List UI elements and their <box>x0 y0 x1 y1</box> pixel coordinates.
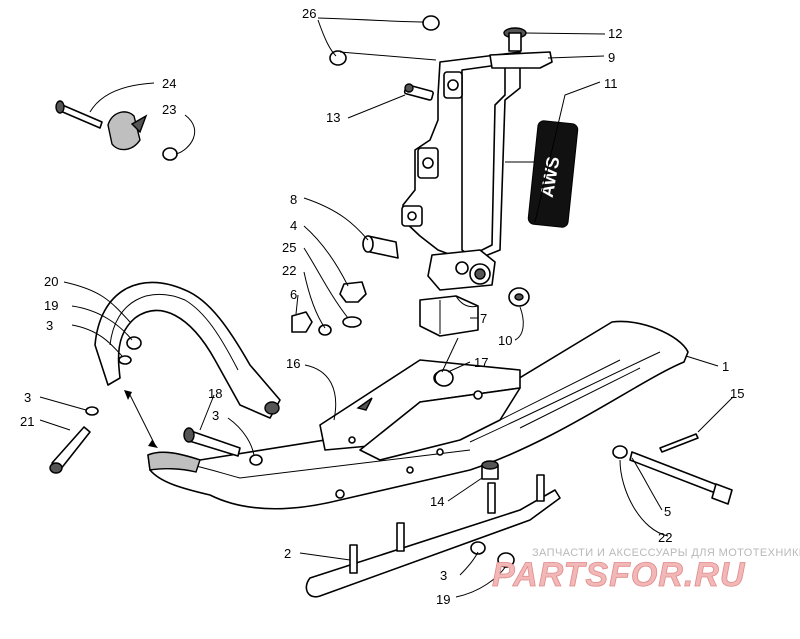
ring-17 <box>434 369 454 387</box>
nut-6 <box>291 311 313 333</box>
callout-7: 7 <box>480 311 487 326</box>
nut-19-lower <box>497 552 515 568</box>
spindle-assembly <box>401 27 553 291</box>
callout-5: 5 <box>664 504 671 519</box>
callout-24: 24 <box>162 76 176 91</box>
callout-16: 16 <box>286 356 300 371</box>
callout-14: 14 <box>430 494 444 509</box>
washer-22-bolt5 <box>612 445 628 459</box>
callout-19-upper: 19 <box>44 298 58 313</box>
bolt-18 <box>183 427 241 457</box>
callout-15: 15 <box>730 386 744 401</box>
leader-lines <box>39 17 734 598</box>
bolt-13 <box>403 83 434 101</box>
spacer-14 <box>481 460 499 480</box>
washer-25 <box>342 316 362 328</box>
callout-3-bolt18: 3 <box>212 408 219 423</box>
washer-22-top <box>318 324 332 336</box>
callout-11: 11 <box>604 76 618 91</box>
callout-1: 1 <box>722 359 729 374</box>
callout-12: 12 <box>608 26 622 41</box>
nut-26 <box>329 15 440 66</box>
bolt-21 <box>49 426 91 474</box>
callout-22-top: 22 <box>282 263 296 278</box>
callout-21: 21 <box>20 414 34 429</box>
watermark-caption: ЗАПЧАСТИ И АКСЕССУАРЫ ДЛЯ МОТОТЕХНИКИ <box>532 547 800 559</box>
callout-9: 9 <box>608 50 615 65</box>
bushing-8 <box>362 235 399 259</box>
callout-3-left: 3 <box>24 390 31 405</box>
ski-loop-20 <box>94 281 281 419</box>
callout-6: 6 <box>290 287 297 302</box>
bolt-5 <box>629 451 733 505</box>
callout-2: 2 <box>284 546 291 561</box>
nut-19-upper <box>126 336 142 350</box>
callout-4: 4 <box>290 218 297 233</box>
callout-25: 25 <box>282 240 296 255</box>
callout-22-lower: 22 <box>658 530 672 545</box>
callout-3-loop: 3 <box>46 318 53 333</box>
callout-18: 18 <box>208 386 222 401</box>
washer-3-loop <box>118 355 132 365</box>
callout-10: 10 <box>498 333 512 348</box>
callout-20: 20 <box>44 274 58 289</box>
callout-26: 26 <box>302 6 316 21</box>
nut-23 <box>162 147 178 161</box>
bolt-24 <box>55 100 103 129</box>
callout-3-lower: 3 <box>440 568 447 583</box>
callout-17: 17 <box>474 355 488 370</box>
aws-decal: AWS <box>527 120 579 228</box>
bushing-10 <box>508 287 530 307</box>
washer-3-left <box>85 406 99 416</box>
watermark: ЗАПЧАСТИ И АКСЕССУАРЫ ДЛЯ МОТОТЕХНИКИ PA… <box>492 547 800 594</box>
callout-8: 8 <box>290 192 297 207</box>
callout-19-lower: 19 <box>436 592 450 607</box>
direction-arrows <box>124 390 158 448</box>
pivot-block-7 <box>419 295 479 337</box>
bushing-23 <box>107 111 148 151</box>
wear-bar-2 <box>305 474 561 598</box>
ski-1 <box>147 320 689 510</box>
callout-13: 13 <box>326 110 340 125</box>
pin-15 <box>659 433 699 453</box>
washer-3-lower <box>470 541 486 555</box>
washer-3-bolt18 <box>249 454 263 466</box>
watermark-logo: PARTSFOR.RU <box>492 556 746 594</box>
nut-4 <box>339 281 367 303</box>
callout-numbers: 26 12 9 11 13 24 23 8 4 25 22 6 7 10 17 … <box>20 6 744 607</box>
callout-23: 23 <box>162 102 176 117</box>
